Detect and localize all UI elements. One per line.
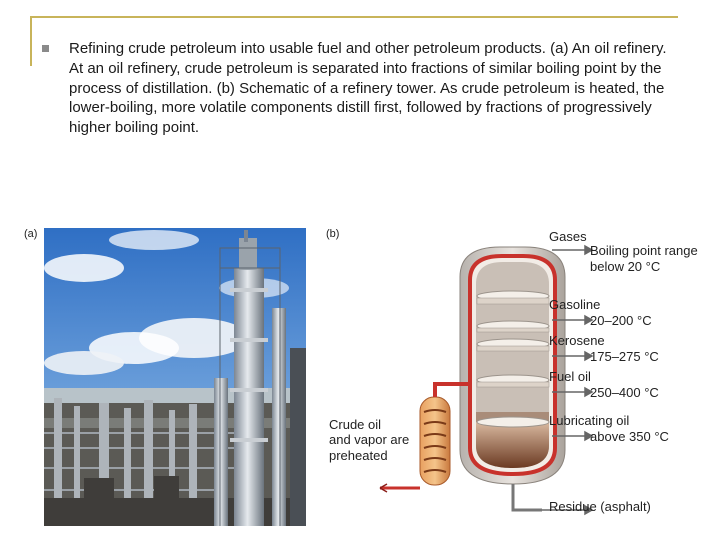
tower-residue-liquid bbox=[476, 422, 549, 468]
label-residue: Residue (asphalt) bbox=[549, 499, 651, 514]
residue-outlet-pipe bbox=[511, 484, 542, 512]
label-kerosene: Kerosene bbox=[549, 333, 605, 348]
panel-a-label: (a) bbox=[24, 228, 38, 240]
label-crude-3: preheated bbox=[329, 448, 388, 463]
refinery-photo bbox=[44, 228, 306, 526]
label-crude-1: Crude oil bbox=[329, 417, 381, 432]
label-lubricating-range: above 350 °C bbox=[590, 429, 669, 444]
left-rule bbox=[30, 16, 32, 66]
label-lubricating-oil: Lubricating oil bbox=[549, 413, 629, 428]
label-boiling-range-1: Boiling point range bbox=[590, 243, 698, 258]
top-rule bbox=[30, 16, 678, 18]
label-boiling-range-2: below 20 °C bbox=[590, 259, 660, 274]
panel-b-label: (b) bbox=[326, 228, 340, 240]
label-fuel-oil-range: 250–400 °C bbox=[590, 385, 659, 400]
label-gasoline-range: 20–200 °C bbox=[590, 313, 652, 328]
label-gases: Gases bbox=[549, 229, 587, 244]
feed-pipe bbox=[433, 382, 472, 397]
refinery-tower-schematic: Gases Boiling point range below 20 °C Ga… bbox=[329, 229, 698, 516]
bullet-text: Refining crude petroleum into usable fue… bbox=[69, 40, 667, 137]
label-kerosene-range: 175–275 °C bbox=[590, 349, 659, 364]
bullet-marker bbox=[42, 45, 49, 52]
label-crude-2: and vapor are bbox=[329, 432, 409, 447]
label-gasoline: Gasoline bbox=[549, 297, 600, 312]
label-fuel-oil: Fuel oil bbox=[549, 369, 591, 384]
